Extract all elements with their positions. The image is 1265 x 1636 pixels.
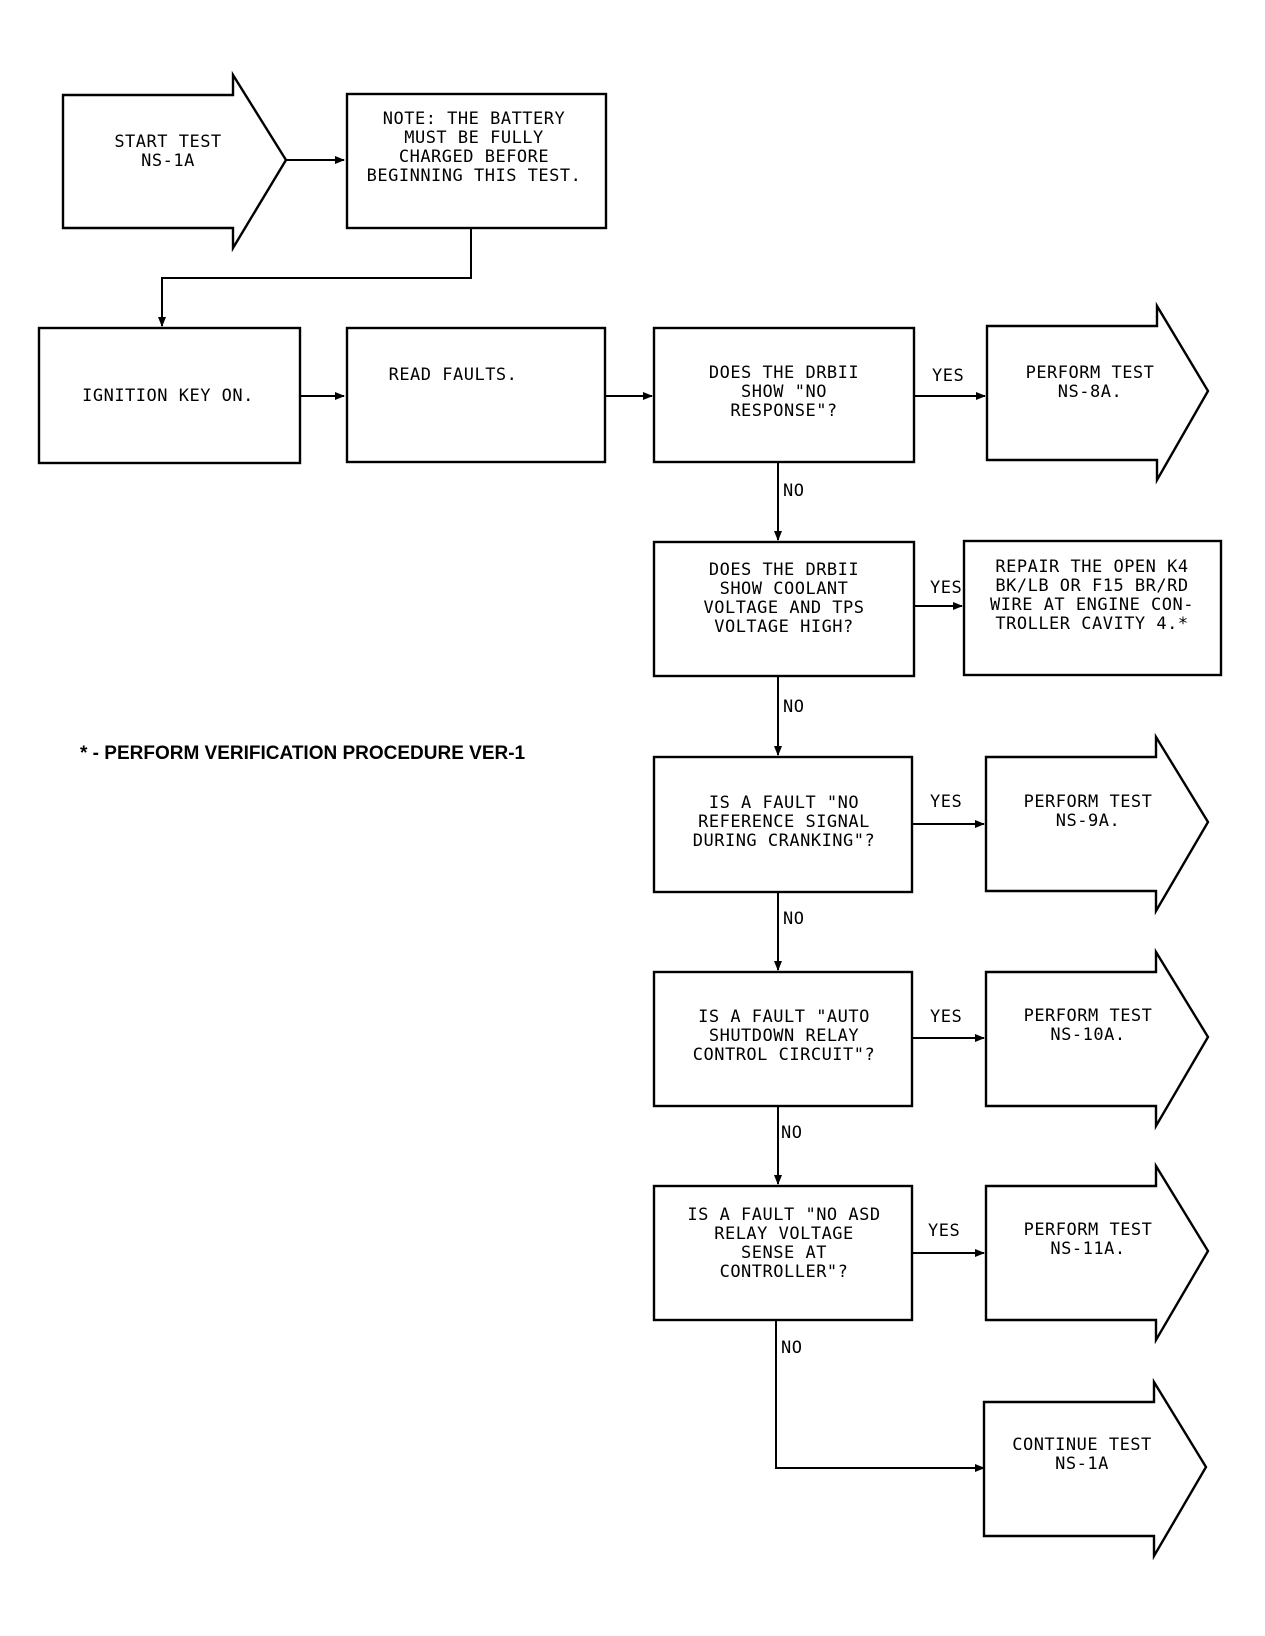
q3-no-label: NO bbox=[783, 909, 804, 929]
q1-yes-label: YES bbox=[932, 366, 964, 386]
note-box-shape bbox=[345, 92, 608, 230]
label-line: PERFORM TEST bbox=[1024, 1220, 1153, 1240]
q4-box-shape bbox=[652, 970, 914, 1108]
branch-labels: YES NO YES NO YES NO YES NO YES NO bbox=[781, 366, 964, 1358]
q1-box-shape bbox=[652, 326, 916, 464]
r1-arrow-shape bbox=[985, 301, 1210, 485]
label-line: WIRE AT ENGINE CON- bbox=[990, 595, 1194, 615]
label-line: START TEST bbox=[114, 132, 221, 152]
label-line: DURING CRANKING"? bbox=[693, 831, 876, 851]
label-line: RESPONSE"? bbox=[730, 401, 837, 421]
label-line: TROLLER CAVITY 4.* bbox=[995, 614, 1188, 634]
read-faults-box-shape bbox=[345, 326, 607, 464]
label-line: BEGINNING THIS TEST. bbox=[367, 166, 582, 186]
label-line: IS A FAULT "NO bbox=[709, 793, 859, 813]
q4-no-label: NO bbox=[781, 1123, 802, 1143]
label-line: VOLTAGE AND TPS bbox=[703, 598, 864, 618]
label-line: CONTROL CIRCUIT"? bbox=[693, 1045, 876, 1065]
label-line: RELAY VOLTAGE bbox=[714, 1224, 854, 1244]
label-line: BK/LB OR F15 BR/RD bbox=[995, 576, 1188, 596]
label-line: MUST BE FULLY bbox=[404, 128, 544, 148]
q2-yes-label: YES bbox=[930, 578, 962, 598]
label-line: SHUTDOWN RELAY bbox=[709, 1026, 859, 1046]
q3-box-shape bbox=[652, 755, 914, 894]
q2-no-label: NO bbox=[783, 697, 804, 717]
connector-note-ignition bbox=[158, 228, 472, 327]
end-arrow-shape bbox=[982, 1377, 1208, 1561]
label-line: REFERENCE SIGNAL bbox=[698, 812, 870, 832]
q5-box-shape bbox=[652, 1184, 914, 1322]
label-line: SHOW "NO bbox=[741, 382, 827, 402]
ignition-box-shape bbox=[37, 326, 302, 465]
q3-yes-label: YES bbox=[930, 792, 962, 812]
ignition-label: IGNITION KEY ON. bbox=[82, 386, 254, 406]
q1-no-label: NO bbox=[783, 481, 804, 501]
label-line: NS-8A. bbox=[1058, 382, 1122, 402]
label-line: NS-10A. bbox=[1050, 1025, 1125, 1045]
footnote: * - PERFORM VERIFICATION PROCEDURE VER-1 bbox=[80, 743, 526, 764]
label-line: PERFORM TEST bbox=[1024, 792, 1153, 812]
q5-yes-label: YES bbox=[928, 1221, 960, 1241]
read-faults-label: READ FAULTS. bbox=[389, 365, 518, 385]
label-line: REPAIR THE OPEN K4 bbox=[995, 557, 1188, 577]
connector-q5-no bbox=[775, 1320, 985, 1472]
label-line: DOES THE DRBII bbox=[709, 363, 859, 383]
label-line: CONTROLLER"? bbox=[720, 1262, 849, 1282]
q2-box-shape bbox=[652, 540, 916, 678]
label-line: NS-9A. bbox=[1056, 811, 1120, 831]
q4-yes-label: YES bbox=[930, 1007, 962, 1027]
start-arrow-shape bbox=[61, 70, 288, 253]
q5-no-label: NO bbox=[781, 1338, 802, 1358]
label-line: IGNITION KEY ON. bbox=[82, 386, 254, 406]
connectors bbox=[158, 156, 986, 1472]
label-line: IS A FAULT "AUTO bbox=[698, 1007, 870, 1027]
label-line: VOLTAGE HIGH? bbox=[714, 617, 854, 637]
r3-arrow-shape bbox=[984, 732, 1210, 916]
label-line: SENSE AT bbox=[741, 1243, 827, 1263]
label-line: DOES THE DRBII bbox=[709, 560, 859, 580]
label-line: READ FAULTS. bbox=[389, 365, 518, 385]
label-line: SHOW COOLANT bbox=[720, 579, 849, 599]
label-line: CHARGED BEFORE bbox=[399, 147, 549, 167]
label-line: CONTINUE TEST bbox=[1012, 1435, 1152, 1455]
label-line: PERFORM TEST bbox=[1026, 363, 1155, 383]
shapes bbox=[37, 70, 1223, 1561]
label-line: NS-1A bbox=[141, 151, 195, 171]
label-line: NS-1A bbox=[1055, 1454, 1109, 1474]
r2-box-shape bbox=[962, 539, 1223, 677]
label-line: IS A FAULT "NO ASD bbox=[687, 1205, 880, 1225]
r5-arrow-shape bbox=[984, 1161, 1210, 1345]
label-line: PERFORM TEST bbox=[1024, 1006, 1153, 1026]
r4-arrow-shape bbox=[984, 947, 1210, 1131]
label-line: NS-11A. bbox=[1050, 1239, 1125, 1259]
label-line: NOTE: THE BATTERY bbox=[383, 109, 566, 129]
